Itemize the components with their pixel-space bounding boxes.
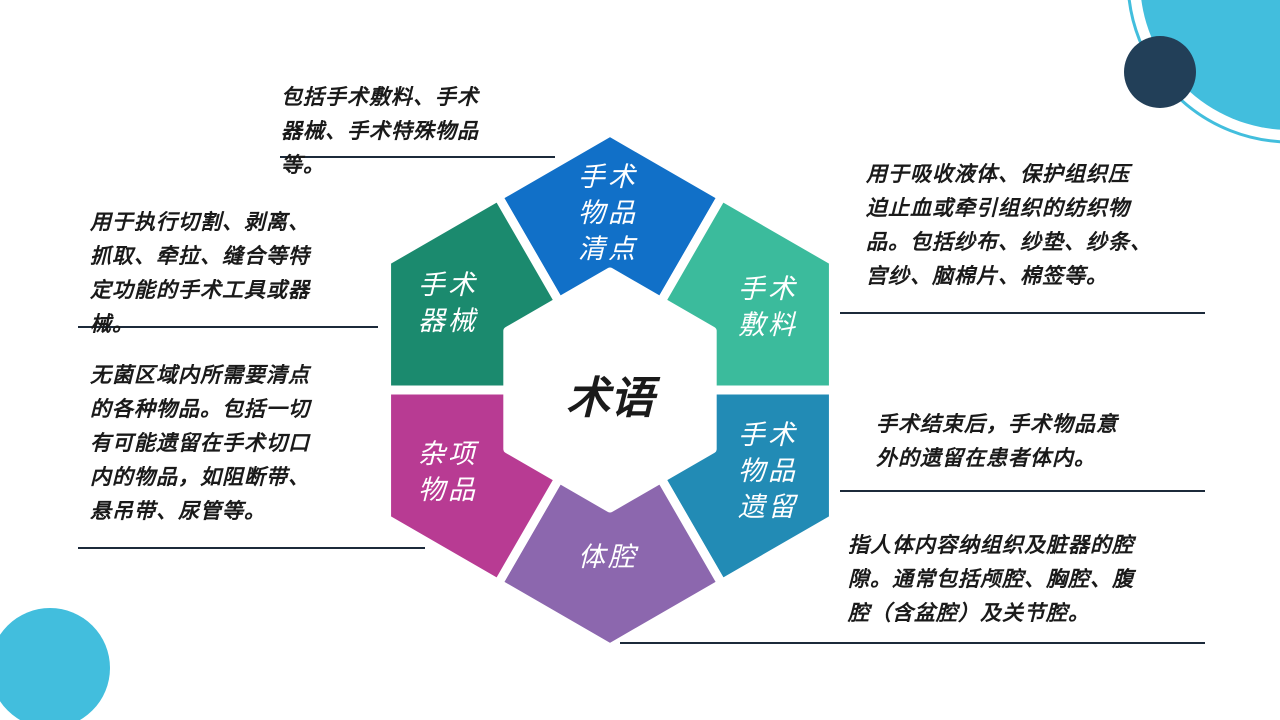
desc-line: 械。 xyxy=(90,312,134,336)
decor-circle-large xyxy=(1141,0,1280,130)
desc-line: 腔（含盆腔）及关节腔。 xyxy=(848,601,1090,625)
segment-label-misc: 杂项 物品 xyxy=(393,437,503,509)
center-title: 术语 xyxy=(566,373,654,424)
desc-cavity: 指人体内容纳组织及脏器的腔 隙。通常包括颅腔、胸腔、腹 腔（含盆腔）及关节腔。 xyxy=(848,528,1134,630)
rule-instruments xyxy=(78,326,378,328)
desc-line: 用于执行切割、剥离、 xyxy=(90,210,310,234)
label-line: 器械 xyxy=(418,306,478,337)
desc-misc: 无菌区域内所需要清点 的各种物品。包括一切 有可能遗留在手术切口 内的物品，如阻… xyxy=(90,358,310,528)
desc-line: 内的物品，如阻断带、 xyxy=(90,465,310,489)
label-line: 手术 xyxy=(418,270,478,301)
desc-instruments: 用于执行切割、剥离、 抓取、牵拉、缝合等特 定功能的手术工具或器 械。 xyxy=(90,205,310,341)
hexagon-diagram xyxy=(382,127,838,653)
desc-line: 等。 xyxy=(281,153,325,177)
desc-line: 品。包括纱布、纱垫、纱条、 xyxy=(866,230,1152,254)
label-line: 体腔 xyxy=(578,542,638,573)
rule-retained xyxy=(840,490,1205,492)
label-line: 手术 xyxy=(578,162,638,193)
segment-label-cavity: 体腔 xyxy=(553,540,663,576)
desc-retained: 手术结束后，手术物品意 外的遗留在患者体内。 xyxy=(876,407,1118,475)
segment-instruments xyxy=(382,192,564,395)
label-line: 物品 xyxy=(738,456,798,487)
desc-line: 悬吊带、尿管等。 xyxy=(90,499,266,523)
segment-label-count: 手术 物品 清点 xyxy=(553,160,663,268)
label-line: 物品 xyxy=(578,198,638,229)
desc-line: 隙。通常包括颅腔、胸腔、腹 xyxy=(848,567,1134,591)
label-line: 遗留 xyxy=(738,492,798,523)
label-line: 清点 xyxy=(578,234,638,265)
rule-dressing xyxy=(840,312,1205,314)
segment-label-retained: 手术 物品 遗留 xyxy=(713,418,823,526)
desc-line: 用于吸收液体、保护组织压 xyxy=(866,162,1130,186)
desc-line: 外的遗留在患者体内。 xyxy=(876,446,1096,470)
label-line: 手术 xyxy=(738,274,798,305)
desc-line: 定功能的手术工具或器 xyxy=(90,278,310,302)
desc-dressing: 用于吸收液体、保护组织压 迫止血或牵引组织的纺织物 品。包括纱布、纱垫、纱条、 … xyxy=(866,157,1152,293)
rule-cavity xyxy=(620,642,1205,644)
desc-line: 手术结束后，手术物品意 xyxy=(876,412,1118,436)
rule-count xyxy=(280,156,555,158)
label-line: 手术 xyxy=(738,420,798,451)
segment-label-instruments: 手术 器械 xyxy=(393,268,503,340)
rule-misc xyxy=(78,547,425,549)
label-line: 物品 xyxy=(418,475,478,506)
desc-line: 抓取、牵拉、缝合等特 xyxy=(90,244,310,268)
desc-line: 的各种物品。包括一切 xyxy=(90,397,310,421)
desc-line: 包括手术敷料、手术 xyxy=(281,85,479,109)
desc-count: 包括手术敷料、手术 器械、手术特殊物品 等。 xyxy=(281,80,479,182)
desc-line: 宫纱、脑棉片、棉签等。 xyxy=(866,264,1108,288)
decor-circle-dark xyxy=(1124,36,1196,108)
desc-line: 无菌区域内所需要清点 xyxy=(90,363,310,387)
segment-label-dressing: 手术 敷料 xyxy=(713,272,823,344)
label-line: 杂项 xyxy=(418,439,478,470)
decor-circle-bottom-left xyxy=(0,608,110,720)
desc-line: 器械、手术特殊物品 xyxy=(281,119,479,143)
desc-line: 有可能遗留在手术切口 xyxy=(90,431,310,455)
label-line: 敷料 xyxy=(738,310,798,341)
desc-line: 迫止血或牵引组织的纺织物 xyxy=(866,196,1130,220)
desc-line: 指人体内容纳组织及脏器的腔 xyxy=(848,533,1134,557)
